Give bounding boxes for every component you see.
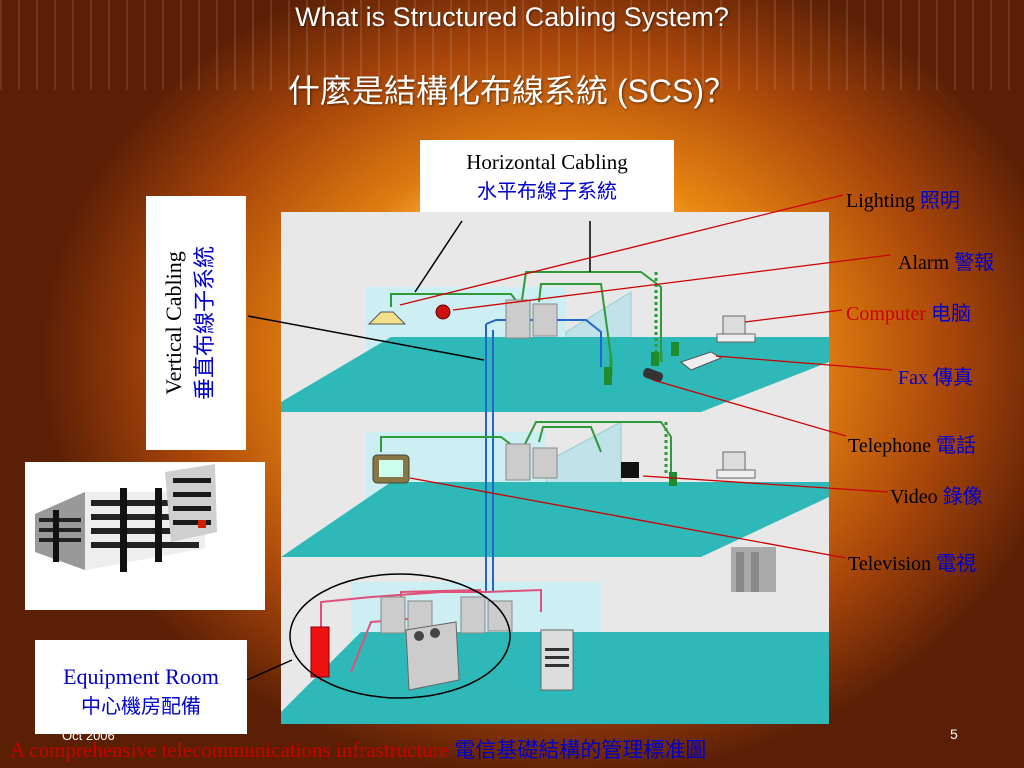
title-chinese: 什麼是結構化布線系統 (SCS)？	[287, 73, 736, 109]
label-alarm: Alarm 警報	[898, 252, 995, 274]
label-fax: Fax 傳真	[898, 367, 973, 389]
building-image-box	[25, 462, 265, 610]
vertical-cabling-zh: 垂直布線子系統	[193, 246, 218, 401]
alarm-icon	[435, 304, 451, 320]
equipment-room-box: Equipment Room 中心機房配備	[35, 640, 247, 734]
pbx-icon	[405, 621, 460, 691]
label-video: Video 錄像	[890, 486, 983, 508]
vertical-cabling-box: Vertical Cabling 垂直布線子系統	[146, 196, 246, 450]
video-icon	[621, 462, 639, 478]
distribution-frame-icon	[310, 626, 330, 678]
vertical-cabling-en: Vertical Cabling	[161, 251, 186, 395]
equipment-room-en: Equipment Room	[63, 664, 219, 689]
telephone-icon	[643, 368, 663, 382]
building-cross-section	[280, 211, 830, 725]
label-telephone: Telephone 電話	[848, 435, 977, 457]
title-english: What is Structured Cabling System?	[295, 2, 729, 32]
equipment-room-zh: 中心機房配備	[81, 694, 201, 718]
small-building-icon	[731, 547, 776, 592]
label-lighting: Lighting 照明	[846, 190, 960, 212]
horizontal-cabling-zh: 水平布線子系統	[477, 181, 617, 203]
building-icon	[35, 464, 217, 572]
date: Oct 2006	[62, 728, 115, 743]
background-stripes	[0, 0, 1024, 90]
horizontal-cabling-box: Horizontal Cabling 水平布線子系統	[420, 140, 674, 220]
page-number: 5	[950, 726, 958, 742]
horizontal-cabling-en: Horizontal Cabling	[466, 150, 628, 174]
television-icon	[372, 454, 410, 484]
label-television: Television 電視	[848, 553, 977, 575]
computer-icon	[716, 315, 756, 343]
server-icon	[540, 629, 574, 691]
label-computer: Computer 电脑	[846, 303, 971, 325]
footer: A comprehensive telecommunications infra…	[10, 738, 707, 762]
